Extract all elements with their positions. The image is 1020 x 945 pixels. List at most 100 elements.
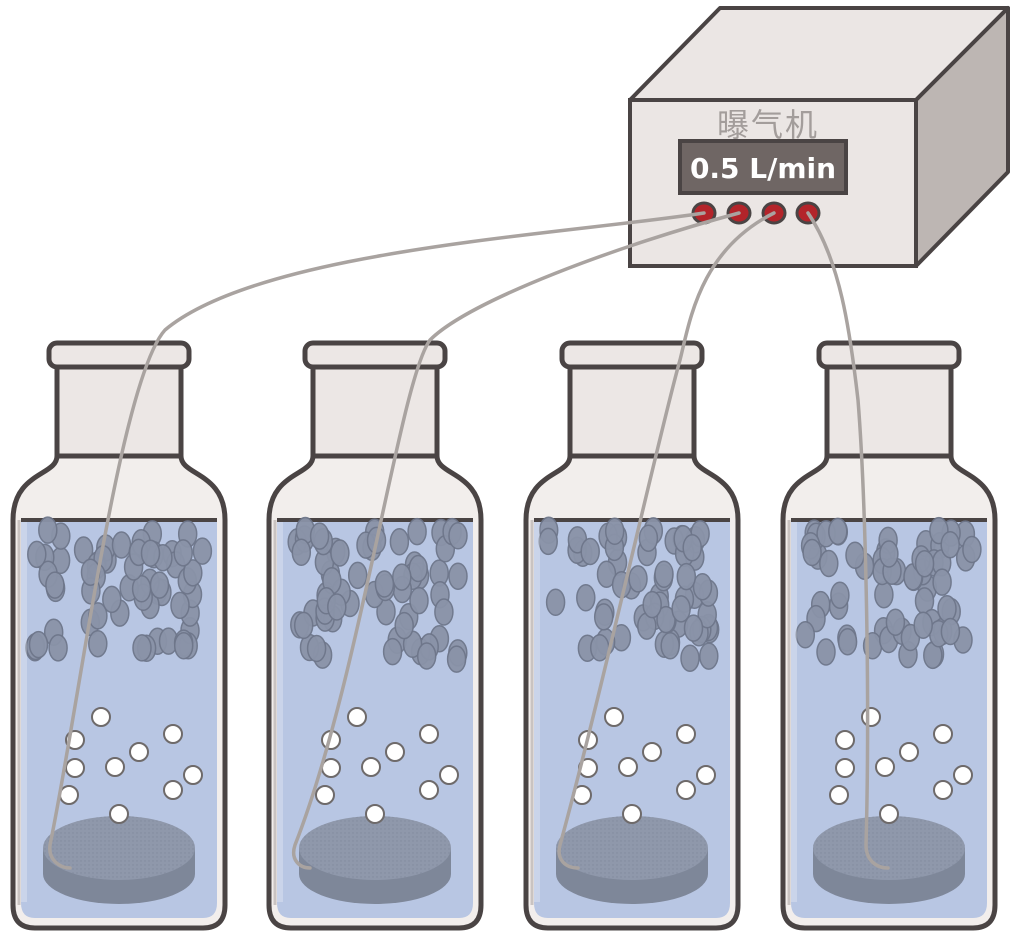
bottle-3 <box>523 340 741 931</box>
particle <box>699 642 719 670</box>
particle <box>306 634 327 663</box>
air-tubes <box>48 211 890 870</box>
bottle-1 <box>10 340 228 931</box>
particle <box>593 603 614 631</box>
particle <box>828 517 848 546</box>
bubble <box>696 765 716 785</box>
bottle-outline <box>780 453 998 931</box>
particle <box>448 562 468 590</box>
particle <box>170 591 190 620</box>
glass-highlight <box>21 522 27 902</box>
particle <box>692 572 713 601</box>
bubble <box>105 757 125 777</box>
particle <box>27 540 47 569</box>
bottle-liquid <box>21 520 217 918</box>
bottles <box>10 340 998 931</box>
particle <box>291 538 312 567</box>
particle <box>816 638 836 666</box>
bubble <box>419 724 439 744</box>
particle <box>795 621 816 649</box>
bubble <box>129 742 149 762</box>
suspended-particles <box>25 516 213 663</box>
particle <box>309 522 330 550</box>
particle <box>192 537 213 565</box>
bottle-neck <box>824 353 954 459</box>
suspended-particles <box>538 516 720 672</box>
aerator-label: 曝气机 <box>717 106 819 144</box>
particle <box>680 644 700 672</box>
particle <box>940 617 961 646</box>
particle <box>293 611 314 640</box>
particle <box>676 562 697 591</box>
particle <box>448 522 468 550</box>
bubble <box>65 758 85 778</box>
particle <box>660 632 680 660</box>
particle <box>580 537 600 566</box>
particle <box>642 590 662 619</box>
particle <box>149 571 170 599</box>
particle <box>38 516 58 544</box>
bubble <box>622 804 642 824</box>
particle <box>183 559 203 587</box>
bubble <box>835 730 855 750</box>
bubble <box>953 765 973 785</box>
bubble <box>385 742 405 762</box>
particle <box>671 595 691 623</box>
particle <box>374 570 395 598</box>
suspended-particles <box>287 516 468 673</box>
particle <box>545 588 566 617</box>
bubble <box>347 707 367 727</box>
particle <box>111 531 132 559</box>
particle <box>802 538 822 567</box>
particle <box>913 611 933 639</box>
particle <box>416 642 437 670</box>
bottle-neck <box>54 353 184 459</box>
bottle-4 <box>780 340 998 931</box>
bottle-outline <box>10 453 228 931</box>
bubble <box>59 785 79 805</box>
bubble <box>163 780 183 800</box>
particle <box>382 637 403 666</box>
diffuser-texture <box>43 816 195 880</box>
air-diffuser <box>556 816 708 904</box>
particle <box>407 517 427 546</box>
particle <box>683 614 704 642</box>
aerator-box: 曝气机 0.5 L/min <box>628 6 1010 268</box>
particle <box>392 563 412 591</box>
particle <box>654 560 674 588</box>
particle <box>879 540 899 568</box>
bubble <box>642 742 662 762</box>
particle <box>409 586 429 615</box>
bottle-lip <box>46 340 192 370</box>
particle <box>173 539 193 567</box>
diffuser-texture <box>556 816 708 880</box>
air-tube-1 <box>48 211 706 870</box>
particle <box>962 535 982 564</box>
flow-display-screen <box>678 139 848 195</box>
bubble <box>933 724 953 744</box>
outlet-ports <box>691 201 821 225</box>
particle <box>638 524 659 552</box>
particle <box>132 634 152 662</box>
air-diffuser <box>299 816 451 904</box>
air-bubbles <box>59 707 203 824</box>
particle <box>102 585 122 614</box>
bubble <box>361 757 381 777</box>
bubble <box>933 780 953 800</box>
air-diffuser <box>43 816 195 904</box>
bubble <box>899 742 919 762</box>
particle <box>837 627 858 656</box>
bubble <box>315 785 335 805</box>
suspended-particles <box>795 516 982 670</box>
particle <box>347 561 368 590</box>
particle <box>885 608 906 636</box>
bubble <box>875 757 895 777</box>
air-tube-2 <box>292 211 741 870</box>
diffuser-texture <box>299 816 451 880</box>
bubble <box>618 757 638 777</box>
particle <box>628 565 648 593</box>
air-tube-3 <box>557 211 776 870</box>
bottle-lip <box>816 340 962 370</box>
particle <box>28 630 49 659</box>
